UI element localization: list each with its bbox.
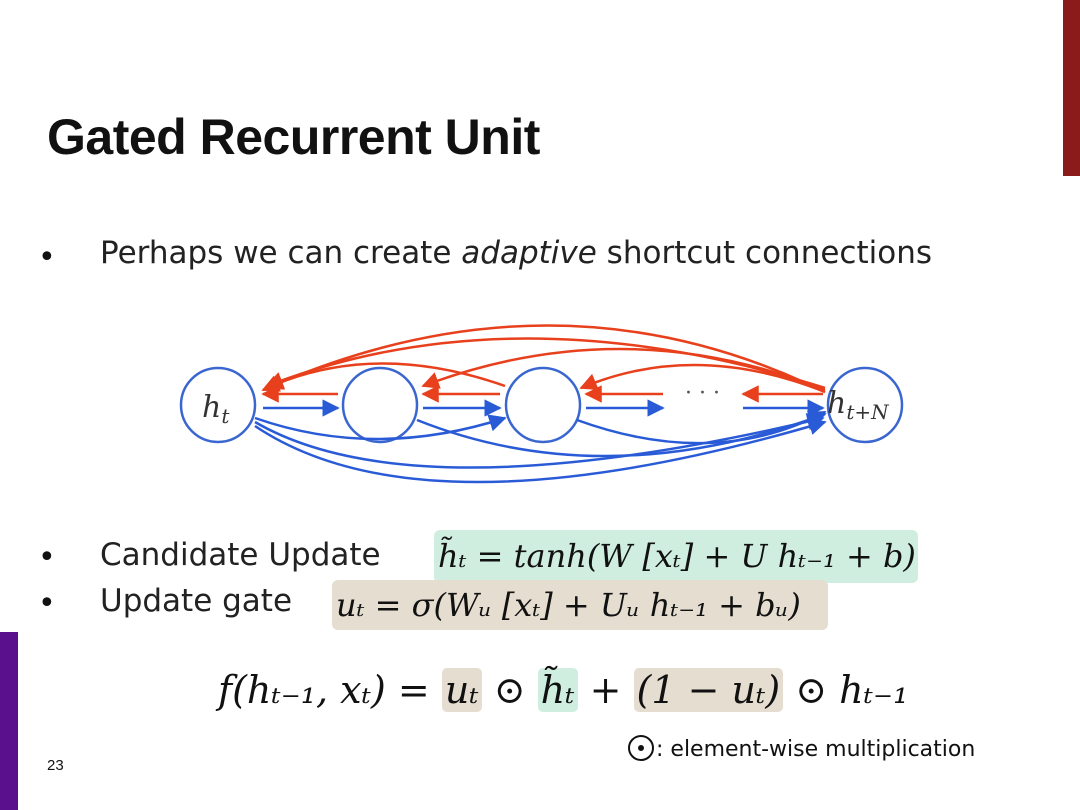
- f-odot-1: ⊙: [481, 668, 538, 712]
- page-number: 23: [47, 757, 64, 774]
- node-ht-plus-n: ht+N: [826, 366, 904, 444]
- right-accent-bar: [1063, 0, 1080, 176]
- gru-shortcut-diagram: ht · · · ht+N: [179, 324, 904, 484]
- slide-title: Gated Recurrent Unit: [47, 109, 540, 165]
- f-prev-hidden: hₜ₋₁: [839, 668, 909, 712]
- footnote: : element-wise multiplication: [628, 735, 975, 762]
- node-3: [504, 366, 582, 444]
- f-odot-2: ⊙: [783, 668, 840, 712]
- odot-icon: [628, 735, 654, 761]
- bullet-dot: •: [38, 540, 56, 575]
- candidate-equation: h̃ₜ = tanh(W [xₜ] + U hₜ₋₁ + b): [434, 530, 918, 583]
- f-plus: +: [577, 668, 634, 712]
- update-gate-label: Update gate: [100, 583, 293, 619]
- candidate-label: Candidate Update: [100, 537, 381, 573]
- node-2: [341, 366, 419, 444]
- bullet-dot: •: [38, 240, 56, 275]
- ellipsis: · · ·: [685, 381, 720, 406]
- bullet-dot: •: [38, 586, 56, 621]
- forward-arrows: [254, 399, 827, 484]
- f-update-term: uₜ: [441, 668, 482, 712]
- f-candidate-term: h̃ₜ: [537, 668, 578, 712]
- bullet-intro: Perhaps we can create adaptive shortcut …: [100, 235, 932, 271]
- update-gate-equation: uₜ = σ(Wᵤ [xₜ] + Uᵤ hₜ₋₁ + bᵤ): [332, 580, 828, 630]
- gru-output-equation: f(hₜ₋₁, xₜ) = uₜ ⊙ h̃ₜ + (1 − uₜ) ⊙ hₜ₋₁: [218, 660, 908, 720]
- backward-arrows: [261, 324, 826, 403]
- bullet-intro-after: shortcut connections: [596, 235, 933, 271]
- left-accent-bar: [0, 632, 18, 810]
- f-one-minus-u: (1 − uₜ): [633, 668, 784, 712]
- footnote-text: : element-wise multiplication: [656, 737, 976, 762]
- bullet-intro-emphasis: adaptive: [461, 235, 597, 271]
- f-lhs: f(hₜ₋₁, xₜ) =: [218, 668, 442, 712]
- svg-text:ht+N: ht+N: [827, 386, 890, 424]
- node-ht: ht: [179, 366, 257, 444]
- bullet-intro-before: Perhaps we can create: [100, 235, 462, 271]
